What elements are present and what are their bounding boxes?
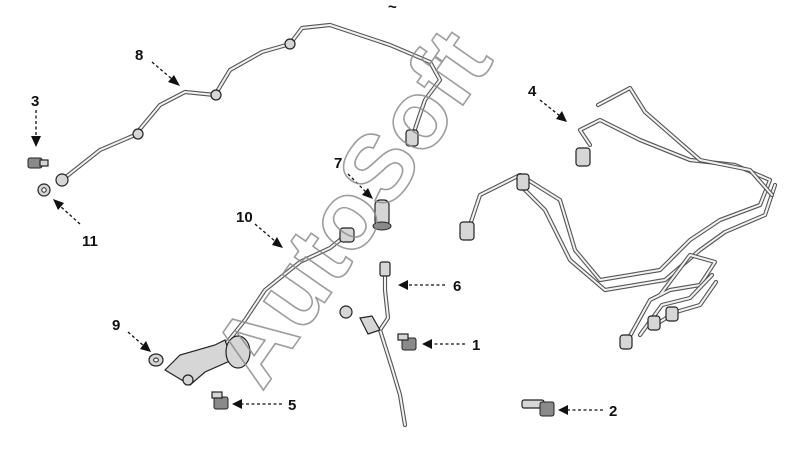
callout-1: 1 bbox=[472, 337, 480, 354]
leader-7 bbox=[347, 173, 367, 193]
callout-2: 2 bbox=[609, 403, 617, 420]
callout-5: 5 bbox=[288, 397, 296, 414]
callout-8: 8 bbox=[135, 47, 143, 64]
arrowhead-11 bbox=[53, 199, 64, 210]
callout-10: 10 bbox=[236, 209, 253, 226]
leader-11 bbox=[59, 205, 81, 225]
callout-11: 11 bbox=[82, 233, 98, 250]
arrowhead-7 bbox=[362, 188, 373, 199]
arrowhead-4 bbox=[556, 111, 567, 122]
fitting-7 bbox=[372, 199, 392, 231]
arrowhead-6 bbox=[398, 280, 408, 290]
bolt-2 bbox=[521, 399, 555, 417]
arrowhead-3 bbox=[31, 136, 41, 147]
top-mark: ~ bbox=[388, 0, 397, 16]
bolt-5 bbox=[211, 391, 229, 410]
washer-9 bbox=[148, 353, 164, 367]
arrowhead-8 bbox=[168, 75, 180, 86]
callout-4: 4 bbox=[528, 83, 537, 100]
leader-4 bbox=[539, 99, 561, 117]
watermark: AutoSoft bbox=[192, 11, 512, 404]
callout-9: 9 bbox=[112, 317, 120, 334]
fuel-line-8 bbox=[55, 22, 443, 187]
callout-3: 3 bbox=[31, 93, 39, 110]
leader-9 bbox=[127, 331, 145, 347]
callout-7: 7 bbox=[334, 155, 342, 172]
arrowhead-10 bbox=[272, 237, 283, 248]
fuel-line-6 bbox=[359, 261, 408, 428]
arrowhead-1 bbox=[422, 339, 432, 349]
injection-line-bundle-4 bbox=[459, 85, 778, 350]
arrowhead-5 bbox=[232, 399, 242, 409]
leader-8 bbox=[151, 61, 174, 81]
bolt-3 bbox=[27, 157, 49, 169]
bolt-1 bbox=[397, 333, 417, 351]
leader-10 bbox=[254, 223, 277, 243]
arrowhead-2 bbox=[558, 405, 568, 415]
arrowhead-9 bbox=[140, 341, 151, 352]
fuel-line-10 bbox=[164, 227, 355, 386]
callout-6: 6 bbox=[453, 278, 461, 295]
washer-11 bbox=[37, 183, 51, 197]
